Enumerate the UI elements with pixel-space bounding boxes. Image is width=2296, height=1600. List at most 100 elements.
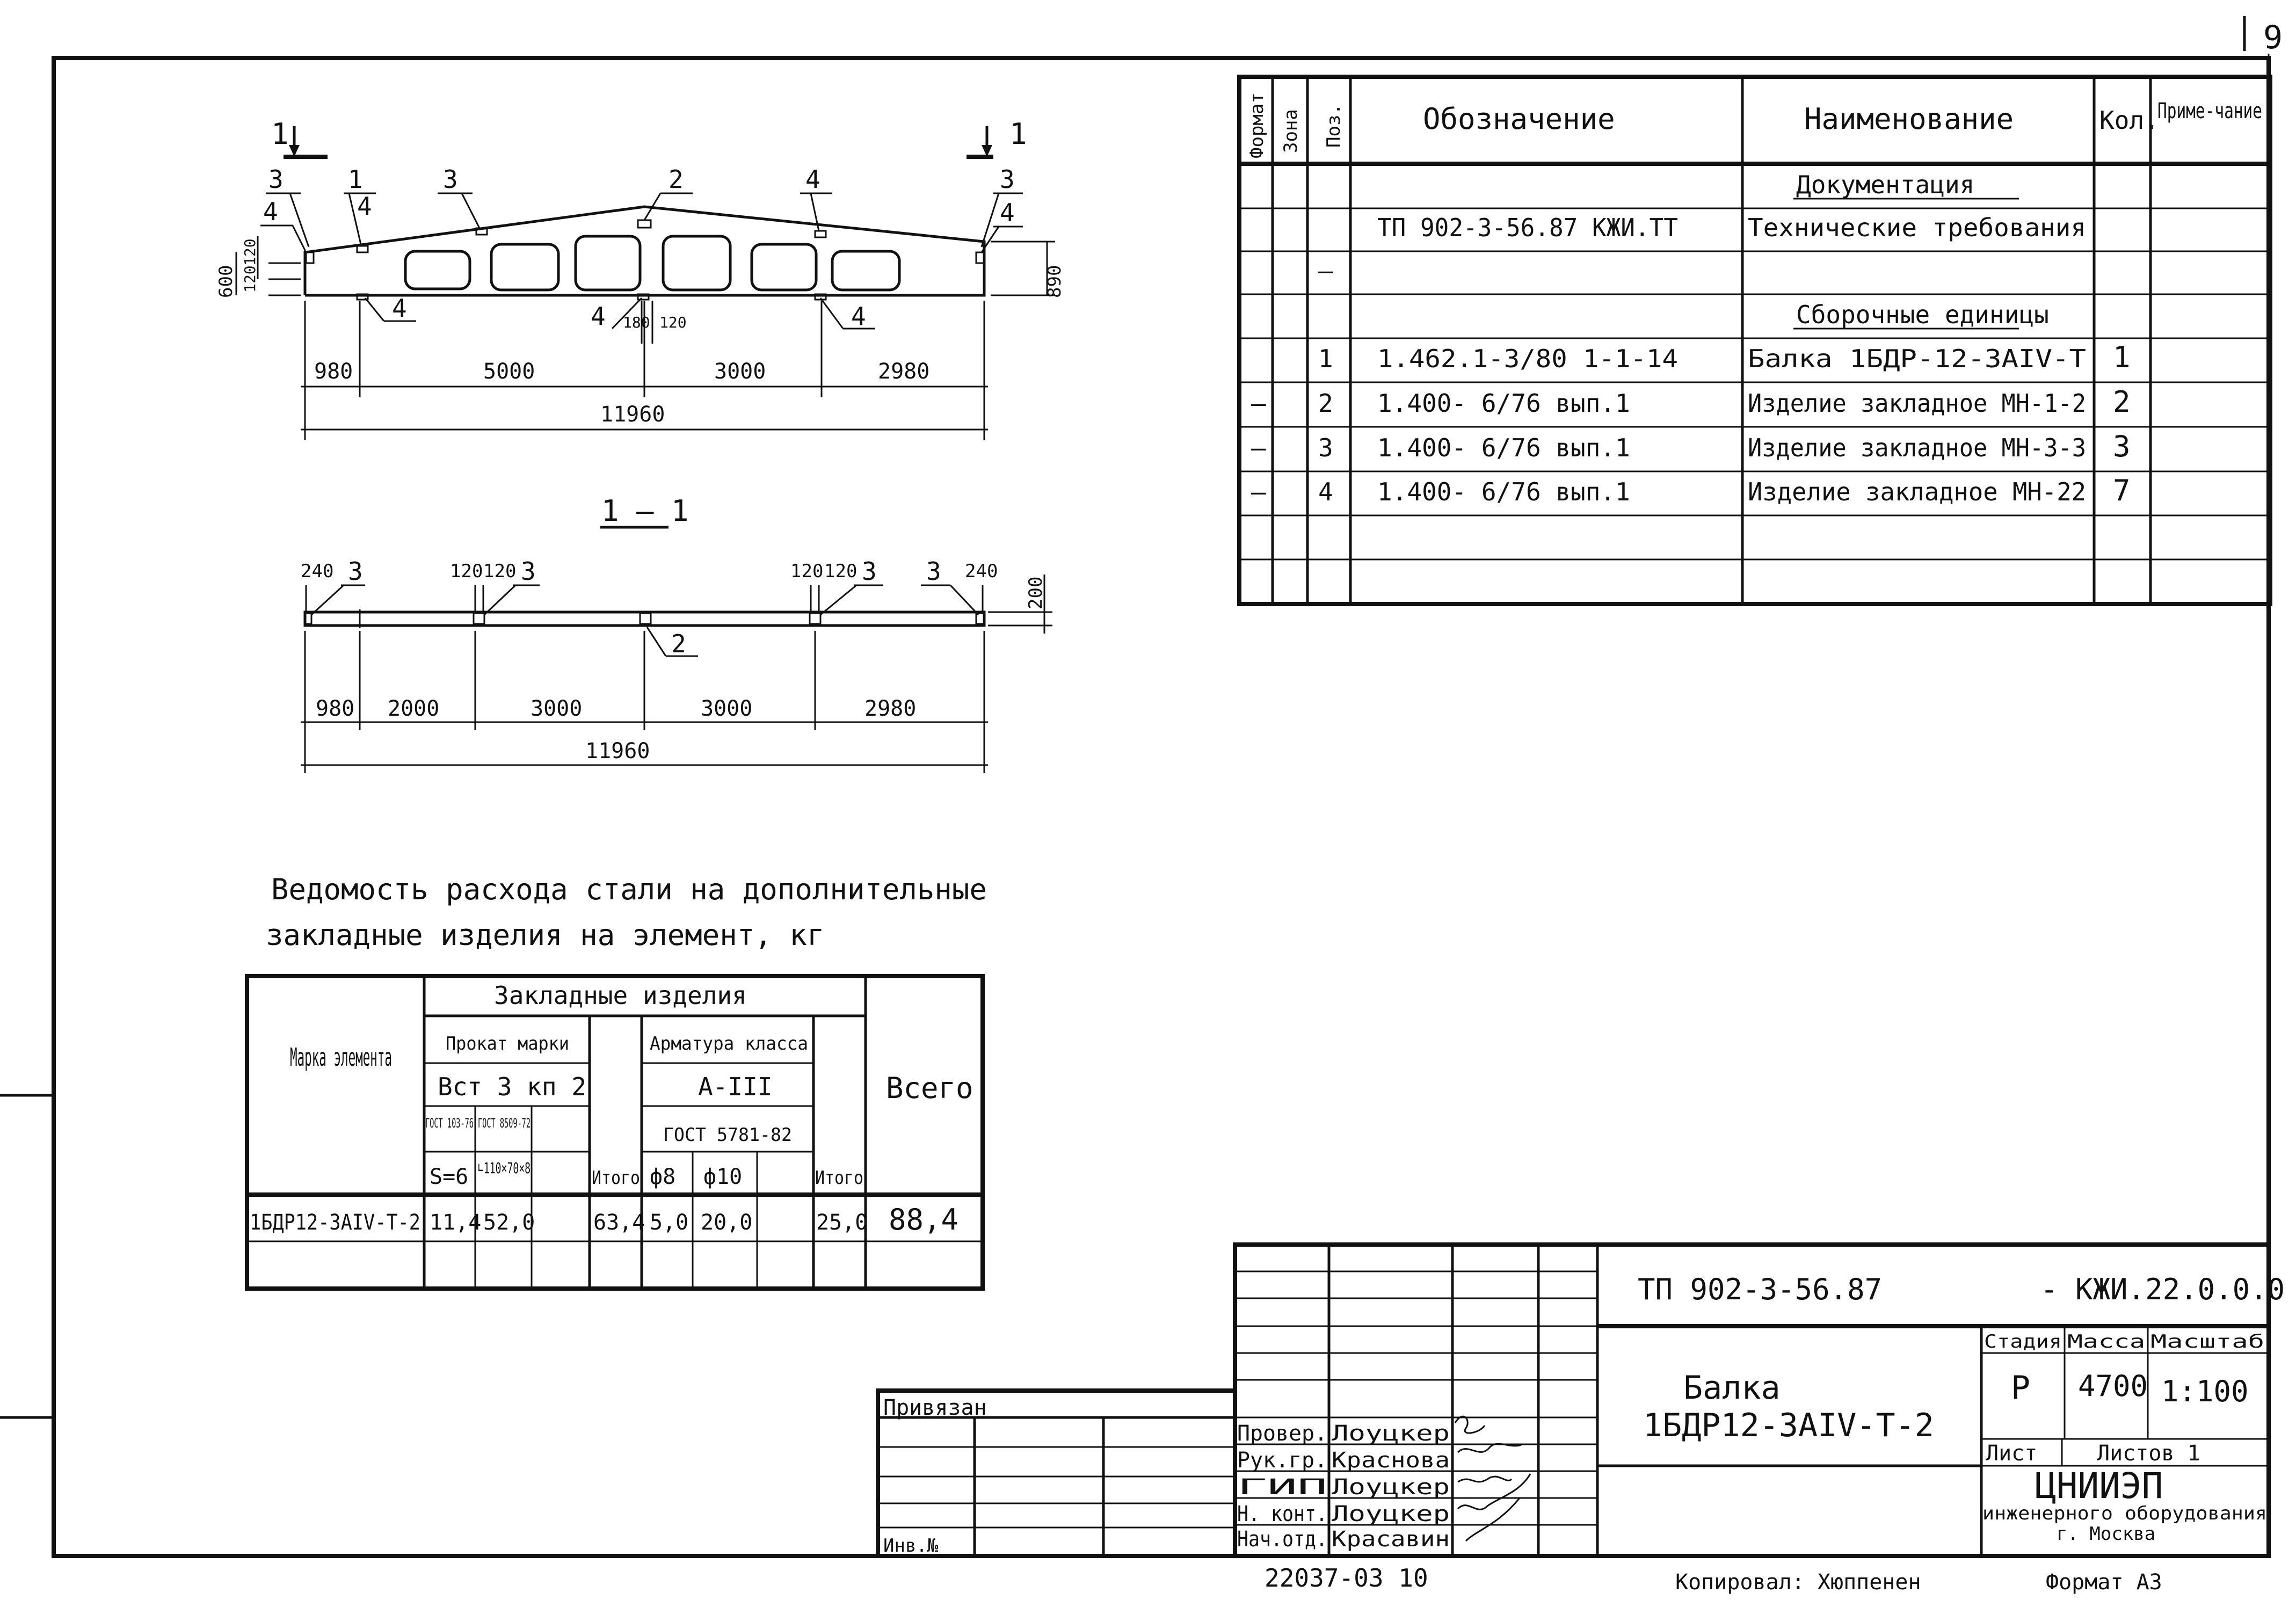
spec-cell-qty: 3 bbox=[2113, 430, 2131, 463]
svg-text:11960: 11960 bbox=[585, 739, 650, 763]
svg-text:Наименование: Наименование bbox=[1804, 102, 2014, 136]
svg-text:120: 120 bbox=[241, 238, 259, 266]
spec-cell-qty: 7 bbox=[2113, 474, 2131, 507]
spec-cell-format: – bbox=[1251, 389, 1266, 418]
svg-text:инженерного оборудования: инженерного оборудования bbox=[1982, 1503, 2267, 1524]
svg-text:ЦНИИЭП: ЦНИИЭП bbox=[2035, 1465, 2163, 1507]
signature-role: Нач.отд. bbox=[1237, 1527, 1327, 1552]
svg-text:11960: 11960 bbox=[600, 402, 665, 427]
format-label: Формат А3 bbox=[2046, 1570, 2162, 1595]
spec-cell-name: Изделие закладное МН-22 bbox=[1748, 477, 2086, 506]
signature-name: Лоуцкер bbox=[1332, 1475, 1450, 1500]
svg-text:3: 3 bbox=[348, 557, 363, 586]
spec-cell-pos: – bbox=[1318, 256, 1333, 285]
signature-role: ГИП bbox=[1237, 1475, 1327, 1500]
svg-text:120: 120 bbox=[659, 314, 687, 331]
svg-text:S=6: S=6 bbox=[430, 1165, 468, 1189]
svg-text:Масса: Масса bbox=[2067, 1331, 2145, 1352]
binding-block: Привязан Инв.№ bbox=[876, 1388, 1237, 1558]
spec-cell-qty: 1 bbox=[2113, 340, 2131, 374]
svg-text:1: 1 bbox=[348, 165, 363, 194]
spec-cell-designation: 1.400- 6/76 вып.1 bbox=[1377, 477, 1630, 506]
svg-text:Зона: Зона bbox=[1280, 109, 1302, 153]
svg-text:2980: 2980 bbox=[864, 696, 916, 721]
svg-text:∟110×70×8: ∟110×70×8 bbox=[478, 1159, 531, 1177]
svg-text:ГОСТ 8509-72: ГОСТ 8509-72 bbox=[478, 1116, 531, 1131]
svg-text:3000: 3000 bbox=[531, 696, 582, 721]
svg-text:4: 4 bbox=[591, 302, 606, 331]
svg-text:5,0: 5,0 bbox=[650, 1210, 688, 1235]
svg-text:Вст 3 кп 2: Вст 3 кп 2 bbox=[438, 1072, 586, 1101]
svg-text:ГОСТ 103-76: ГОСТ 103-76 bbox=[425, 1116, 474, 1131]
svg-text:3: 3 bbox=[926, 557, 941, 586]
spec-cell-designation: 1.400- 6/76 вып.1 bbox=[1377, 433, 1630, 462]
svg-text:Итого: Итого bbox=[815, 1167, 863, 1189]
signature-name: Лоуцкер bbox=[1332, 1502, 1450, 1526]
svg-text:120: 120 bbox=[483, 561, 516, 582]
spec-cell-pos: 4 bbox=[1318, 477, 1333, 506]
svg-text:120: 120 bbox=[450, 561, 483, 582]
svg-text:4: 4 bbox=[1000, 198, 1015, 227]
svg-text:Арматура класса: Арматура класса bbox=[650, 1033, 808, 1054]
svg-text:Стадия: Стадия bbox=[1984, 1331, 2062, 1352]
spec-cell-pos: 1 bbox=[1318, 344, 1333, 373]
svg-text:120: 120 bbox=[790, 561, 823, 582]
svg-text:Закладные изделия: Закладные изделия bbox=[494, 981, 747, 1010]
signature-name: Краснова bbox=[1332, 1448, 1450, 1473]
svg-text:Всего: Всего bbox=[886, 1071, 973, 1105]
svg-text:4700: 4700 bbox=[2078, 1369, 2148, 1403]
svg-text:11,4: 11,4 bbox=[430, 1210, 481, 1235]
svg-text:240: 240 bbox=[965, 561, 998, 582]
svg-text:ф10: ф10 bbox=[703, 1165, 742, 1189]
svg-text:63,4: 63,4 bbox=[593, 1210, 645, 1235]
svg-text:Балка: Балка bbox=[1683, 1369, 1781, 1407]
beam-elevation: 1 1 3 4 1 4 3 2 4 3 4 4 4 4 600 1 bbox=[215, 117, 1065, 440]
svg-text:980: 980 bbox=[316, 696, 354, 721]
spec-cell-designation: ТП 902-3-56.87 КЖИ.ТТ bbox=[1377, 213, 1678, 242]
svg-text:Марка элемента: Марка элемента bbox=[290, 1043, 392, 1072]
svg-text:2000: 2000 bbox=[388, 696, 439, 721]
svg-text:25,0: 25,0 bbox=[816, 1210, 868, 1235]
svg-text:г. Москва: г. Москва bbox=[2057, 1523, 2155, 1545]
spec-cell-name: Изделие закладное МН-1-2 bbox=[1748, 389, 2086, 418]
svg-text:ф8: ф8 bbox=[650, 1165, 675, 1189]
svg-text:ТП 902-3-56.87: ТП 902-3-56.87 bbox=[1638, 1272, 1882, 1306]
spec-cell-format: – bbox=[1251, 477, 1266, 506]
specification-table: Формат Зона Поз. Обозначение Наименовани… bbox=[1237, 75, 2272, 606]
inventory-number: 22037-03 10 bbox=[1265, 1563, 1428, 1592]
drawing-frame bbox=[52, 56, 2271, 1558]
spec-cell-name: Изделие закладное МН-3-3 bbox=[1748, 433, 2086, 462]
svg-text:890: 890 bbox=[1044, 265, 1065, 298]
svg-text:Итого: Итого bbox=[592, 1167, 640, 1189]
svg-text:4: 4 bbox=[392, 294, 407, 323]
svg-text:240: 240 bbox=[301, 561, 333, 582]
svg-text:1БДР12-3АIV-Т-2: 1БДР12-3АIV-Т-2 bbox=[250, 1210, 420, 1235]
spec-cell-name: Сборочные единицы bbox=[1796, 300, 2049, 329]
svg-text:88,4: 88,4 bbox=[889, 1203, 958, 1237]
spec-cell-name: Технические требования bbox=[1748, 213, 2086, 242]
steel-consumption-table: Ведомость расхода стали на дополнительны… bbox=[245, 872, 987, 1291]
svg-text:ГОСТ 5781-82: ГОСТ 5781-82 bbox=[663, 1124, 792, 1146]
svg-text:2980: 2980 bbox=[878, 359, 929, 384]
svg-text:120: 120 bbox=[824, 561, 857, 582]
spec-cell-name: Документация bbox=[1796, 170, 1974, 199]
svg-text:Приме-чание: Приме-чание bbox=[2157, 99, 2262, 123]
svg-text:4: 4 bbox=[851, 302, 866, 331]
spec-cell-pos: 3 bbox=[1318, 433, 1333, 462]
spec-cell-pos: 2 bbox=[1318, 389, 1333, 418]
svg-text:4: 4 bbox=[357, 192, 372, 221]
svg-text:Привязан: Привязан bbox=[883, 1395, 987, 1420]
signature-role: Н. конт. bbox=[1237, 1502, 1327, 1526]
svg-text:3: 3 bbox=[521, 557, 536, 586]
svg-text:3: 3 bbox=[862, 557, 877, 586]
section-mark-left: 1 bbox=[271, 117, 289, 151]
spec-cell-qty: 2 bbox=[2113, 385, 2131, 419]
svg-text:200: 200 bbox=[1025, 577, 1047, 609]
section-mark-right: 1 bbox=[1009, 117, 1027, 151]
signature-name: Красавин bbox=[1332, 1527, 1450, 1552]
spec-cell-name: Балка 1БДР-12-3АIV-Т bbox=[1748, 344, 2086, 373]
svg-text:закладные изделия на элемент,: закладные изделия на элемент, кг bbox=[266, 918, 824, 952]
svg-text:5000: 5000 bbox=[483, 359, 535, 384]
svg-text:А-III: А-III bbox=[698, 1072, 772, 1101]
